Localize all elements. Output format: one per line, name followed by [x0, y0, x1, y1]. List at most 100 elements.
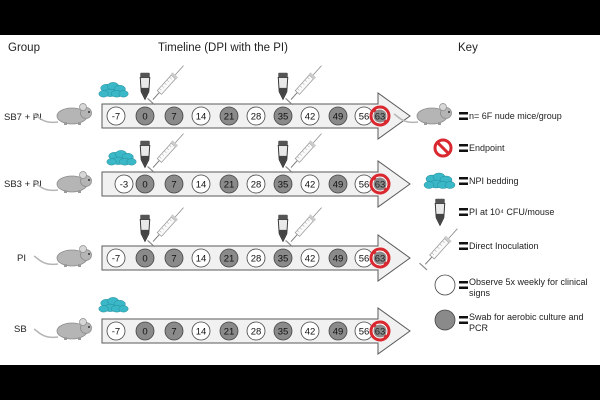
group-label-sb: SB [14, 324, 27, 335]
day-label: 7 [171, 254, 176, 265]
syringe-icon [147, 65, 184, 106]
key-mouse-icon [393, 103, 452, 125]
key-text-pi: PI at 10⁴ CFU/mouse [469, 207, 555, 217]
endpoint-icon: 63 [369, 247, 391, 269]
pipette-icon [277, 140, 289, 169]
key-text-observe: Observe 5x weekly for clinical signs [469, 277, 588, 298]
observe-day-marker [300, 106, 320, 126]
key-text-mice: n= 6F nude mice/group [469, 111, 562, 121]
pipette-icon [277, 214, 289, 243]
equals-sign [459, 112, 468, 120]
day-label: 7 [171, 180, 176, 191]
observe-day-marker [106, 248, 126, 268]
endpoint-icon: 63 [369, 105, 391, 127]
day-label: 21 [224, 180, 235, 191]
day-label: 21 [224, 254, 235, 265]
day-label: 49 [333, 180, 344, 191]
day-label: 49 [333, 327, 344, 338]
mouse-icon [33, 171, 92, 193]
day-label: 14 [196, 180, 207, 191]
day-label: -7 [112, 254, 120, 265]
bedding-icon [98, 297, 129, 313]
day-label: 63 [375, 180, 386, 191]
equals-sign [459, 208, 468, 216]
group-label-pi: PI [17, 253, 26, 264]
mouse-icon [33, 103, 92, 125]
key-pipette-icon [434, 198, 446, 227]
day-label: 35 [278, 180, 289, 191]
observe-day-marker [191, 248, 211, 268]
day-label: 56 [359, 112, 370, 123]
day-label: 0 [142, 254, 147, 265]
day-label: 21 [224, 327, 235, 338]
mouse-icon [33, 245, 92, 267]
observe-day-marker [191, 321, 211, 341]
equals-sign [459, 177, 468, 185]
key-text-endpoint: Endpoint [469, 143, 505, 153]
day-label: 14 [196, 327, 207, 338]
swab-day-marker [273, 321, 293, 341]
pipette-icon [139, 140, 151, 169]
swab-day-marker [328, 321, 348, 341]
swab-day-marker [135, 321, 155, 341]
swab-day-marker [164, 174, 184, 194]
key-gray-circle-icon [434, 309, 456, 331]
swab-day-marker [219, 174, 239, 194]
day-label: 42 [305, 327, 316, 338]
day-label: 63 [375, 112, 386, 123]
bedding-icon [106, 150, 137, 166]
syringe-icon [147, 133, 184, 174]
swab-day-marker [273, 106, 293, 126]
day-label: 14 [196, 112, 207, 123]
equals-sign [459, 144, 468, 152]
day-label: 49 [333, 254, 344, 265]
swab-day-marker [328, 106, 348, 126]
day-label: 35 [278, 112, 289, 123]
day-label: 28 [251, 254, 262, 265]
observe-day-marker [191, 106, 211, 126]
syringe-icon [147, 207, 184, 248]
equals-sign [459, 281, 468, 289]
day-label: 56 [359, 180, 370, 191]
day-label: 35 [278, 254, 289, 265]
day-label: 0 [142, 180, 147, 191]
swab-day-marker [164, 248, 184, 268]
observe-day-marker [246, 248, 266, 268]
day-label: 14 [196, 254, 207, 265]
swab-day-marker [219, 248, 239, 268]
group-label-sb3-pi: SB3 + PI [4, 179, 42, 190]
observe-day-marker [106, 106, 126, 126]
day-label: 0 [142, 112, 147, 123]
endpoint-icon: 63 [369, 320, 391, 342]
swab-day-marker [328, 174, 348, 194]
observe-day-marker [246, 106, 266, 126]
equals-sign [459, 316, 468, 324]
swab-day-marker [273, 248, 293, 268]
swab-day-marker [273, 174, 293, 194]
observe-day-marker [191, 174, 211, 194]
day-label: 63 [375, 327, 386, 338]
swab-day-marker [219, 321, 239, 341]
group-header: Group [8, 42, 40, 54]
observe-day-marker [246, 321, 266, 341]
observe-day-marker [300, 248, 320, 268]
observe-day-marker [246, 174, 266, 194]
key-text-swab: Swab for aerobic culture and PCR [469, 312, 584, 333]
day-label: 28 [251, 327, 262, 338]
day-label: -3 [120, 180, 128, 191]
observe-day-marker [114, 174, 134, 194]
day-label: 42 [305, 112, 316, 123]
swab-day-marker [135, 174, 155, 194]
day-label: 42 [305, 254, 316, 265]
observe-day-marker [300, 321, 320, 341]
observe-day-marker [300, 174, 320, 194]
day-label: 28 [251, 112, 262, 123]
key-text-bedding: NPI bedding [469, 176, 519, 186]
day-label: 7 [171, 112, 176, 123]
key-syringe-icon [419, 228, 458, 271]
timeline-header: Timeline (DPI with the PI) [158, 42, 288, 54]
swab-day-marker [135, 248, 155, 268]
pipette-icon [139, 72, 151, 101]
swab-day-marker [164, 321, 184, 341]
